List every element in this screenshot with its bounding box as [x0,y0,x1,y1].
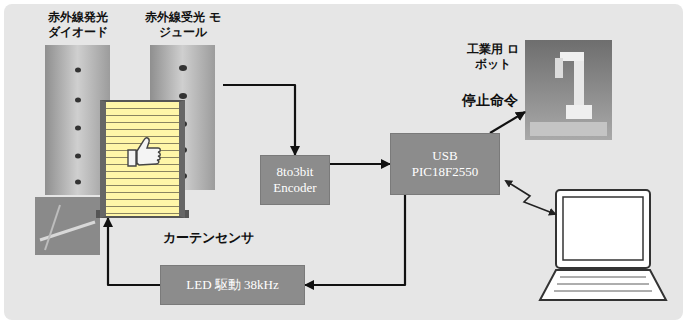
robot-photo [525,40,612,140]
robot-node: 工業用 ロボット [525,40,612,140]
connector-arrow [490,112,525,133]
box-label: USB PIC18F2550 [405,148,485,181]
hand-shape [128,138,160,166]
connector-arrow [305,195,405,285]
wireless-link [506,181,555,214]
curtain-sensor: カーテンセンサ [100,100,185,218]
box-label: 8to3bit Encoder [267,164,323,197]
laptop-icon [540,190,666,300]
panel-ground [4,4,683,320]
usb-pic-box: USB PIC18F2550 [390,133,500,195]
photo-heading: 赤外線受光 モジュール [143,8,223,40]
sensor-base-photo [35,197,100,255]
hand-icon [124,132,164,172]
photo-heading: 赤外線発光 ダイオード [40,8,116,40]
led-driver-box: LED 駆動 38kHz [160,265,305,305]
connector-arrow [223,85,295,155]
edge-label: 停止命令 [462,92,518,110]
sensor-label: カーテンセンサ [163,230,254,246]
box-label: LED 駆動 38kHz [186,277,278,293]
connector-arrow [108,218,160,285]
connector-arrow [330,163,390,165]
robot-heading: 工業用 ロボット [465,42,521,72]
encoder-box: 8to3bit Encoder [260,155,330,205]
